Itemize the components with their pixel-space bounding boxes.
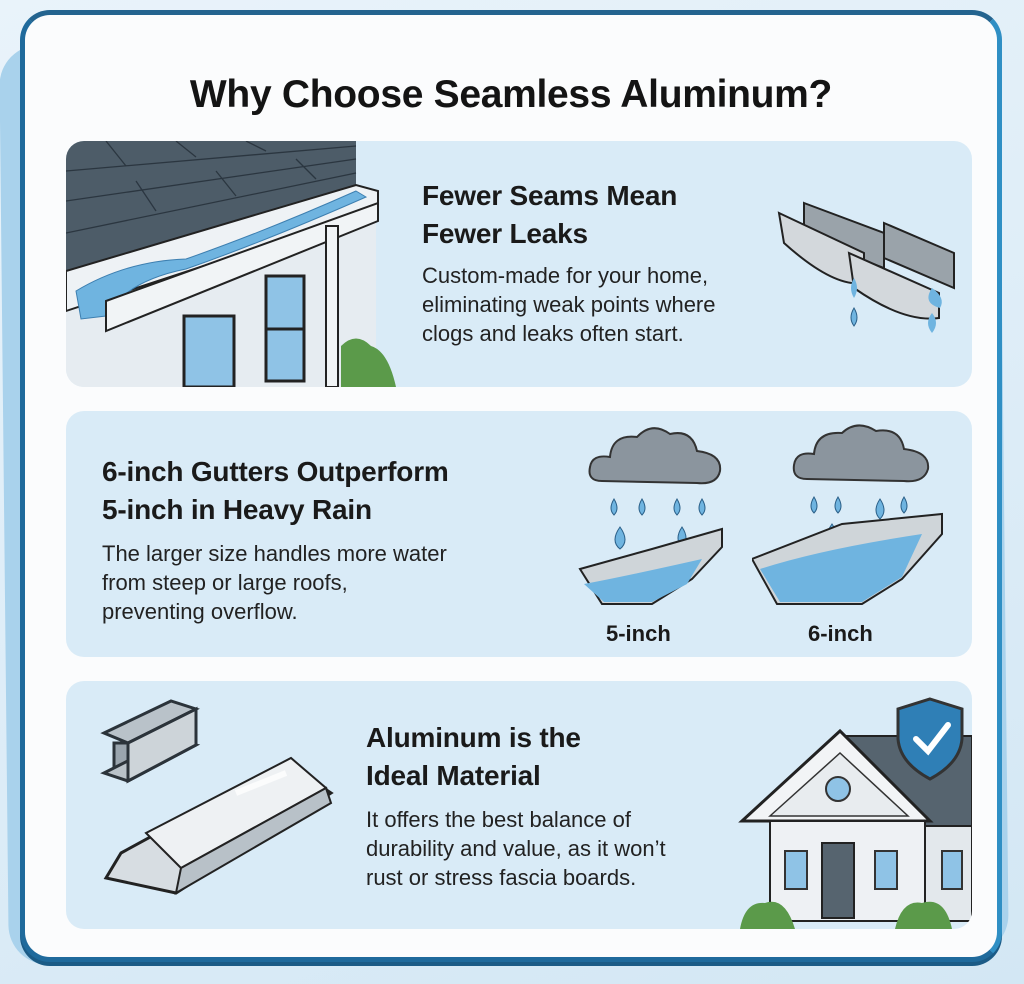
section-fewer-seams: Fewer Seams Mean Fewer Leaks Custom-made… [66, 141, 972, 387]
house-with-shield-icon [738, 697, 972, 929]
section-body: It offers the best balance of durability… [366, 807, 666, 890]
section-gutter-size: 6-inch Gutters Outperform 5-inch in Heav… [66, 411, 972, 657]
section-heading: Aluminum is the Ideal Material [366, 722, 581, 791]
section-heading: 6-inch Gutters Outperform 5-inch in Heav… [102, 456, 449, 525]
section-heading: Fewer Seams Mean Fewer Leaks [422, 180, 678, 249]
section-body: Custom-made for your home, eliminating w… [422, 263, 716, 346]
rain-cloud-5inch-gutter-icon [578, 427, 723, 605]
page-title: Why Choose Seamless Aluminum? [189, 73, 833, 116]
size-label-5inch: 5-inch [606, 621, 671, 646]
section-body: The larger size handles more water from … [102, 541, 447, 624]
section-aluminum-material: Aluminum is the Ideal Material It offers… [66, 681, 972, 929]
house-roof-gutter-illustration [66, 141, 396, 387]
leaking-seam-gutter-icon [777, 201, 955, 333]
size-label-6inch: 6-inch [808, 621, 873, 646]
rain-cloud-6inch-gutter-icon [752, 424, 943, 605]
aluminum-ingot-ibeam-icon [100, 699, 334, 895]
